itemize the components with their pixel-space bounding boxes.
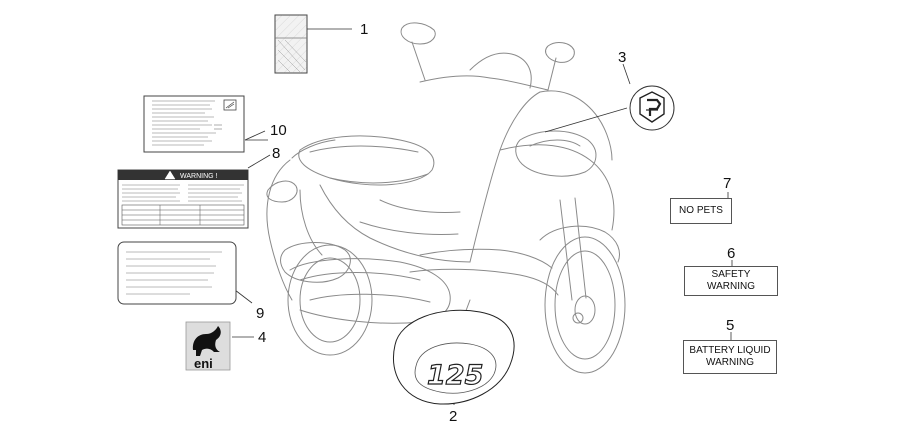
warning-header-text: WARNING !: [180, 173, 218, 180]
eni-dog-icon: [192, 326, 221, 356]
battery-liquid-warning-label-box: BATTERY LIQUID WARNING: [683, 340, 777, 374]
no-pets-label-box: NO PETS: [670, 198, 732, 224]
callout-3: 3: [618, 49, 626, 66]
safety-warning-label: SAFETY WARNING: [707, 269, 755, 292]
leader-9: [234, 289, 253, 304]
leader-3: [622, 63, 631, 85]
leader-10b: [244, 130, 266, 141]
scooter-outline: [266, 22, 626, 374]
part-8-warning-label: WARNING !: [117, 169, 249, 229]
eni-logo-text: eni: [194, 356, 213, 371]
part-1-document-pouch: [274, 14, 308, 74]
callout-7: 7: [723, 175, 731, 192]
leader-3b: [544, 107, 628, 133]
no-pets-label: NO PETS: [679, 205, 723, 216]
callout-10: 10: [270, 122, 287, 139]
callout-6: 6: [727, 245, 735, 262]
part-10-info-label: [143, 95, 245, 153]
part-3-brand-shield-badge: [629, 85, 675, 131]
leader-8: [247, 154, 271, 169]
badge-125-text: 125: [427, 360, 483, 391]
callout-1: 1: [360, 21, 368, 38]
part-2-125-badge: 125: [393, 309, 515, 405]
callout-5: 5: [726, 317, 734, 334]
battery-liquid-warning-label: BATTERY LIQUID WARNING: [689, 345, 771, 368]
callout-4: 4: [258, 329, 266, 346]
callout-8: 8: [272, 145, 280, 162]
part-9-rounded-label: [117, 241, 237, 305]
callout-9: 9: [256, 305, 264, 322]
leader-lines: [232, 28, 733, 405]
safety-warning-label-box: SAFETY WARNING: [684, 266, 778, 296]
part-4-eni-logo: eni: [185, 321, 231, 371]
callout-2: 2: [449, 408, 457, 425]
